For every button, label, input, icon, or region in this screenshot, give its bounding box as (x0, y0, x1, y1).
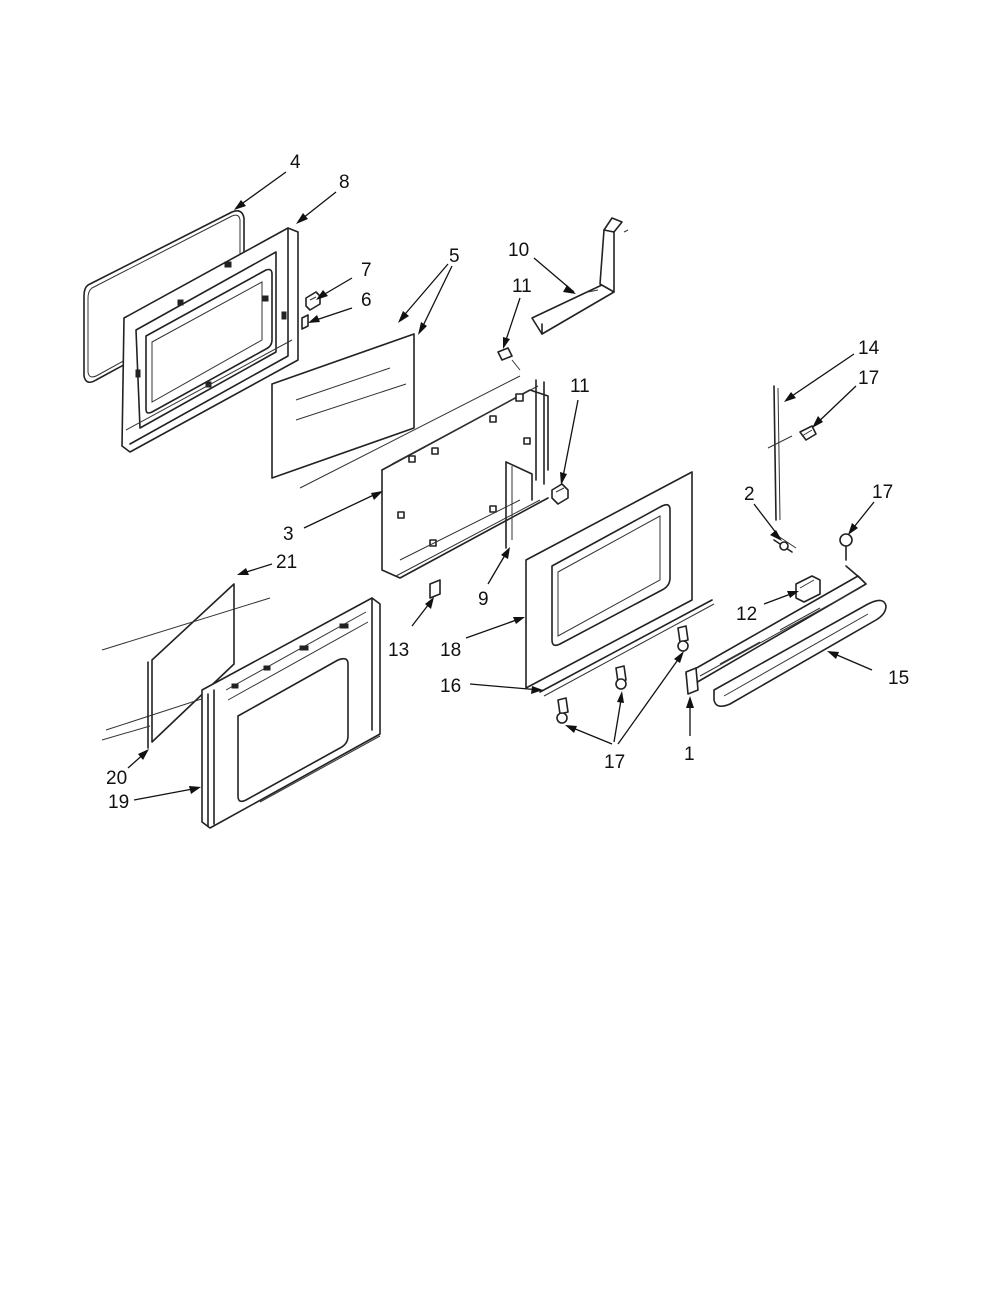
part-16-bottom-trim (539, 599, 715, 697)
callout-8: 8 (339, 172, 350, 193)
callout-12: 12 (736, 604, 757, 625)
part-17-screw-mid (615, 665, 627, 690)
leader-lines (127, 171, 875, 801)
callout-13: 13 (388, 640, 409, 661)
part-13-square (429, 579, 441, 599)
callout-5: 5 (449, 246, 460, 267)
part-15-door-handle (685, 565, 887, 708)
part-11-screw-side (551, 483, 569, 505)
part-17-screw-right (677, 625, 689, 652)
callout-17-bottom: 17 (604, 752, 625, 773)
callout-6: 6 (361, 290, 372, 311)
part-17-screw-handle (839, 533, 853, 561)
part-3-door-frame (299, 375, 549, 579)
part-5-inner-glass (271, 333, 415, 479)
part-6-spacer (301, 314, 309, 330)
callout-1: 1 (684, 744, 695, 765)
callout-18: 18 (440, 640, 461, 661)
part-17-screw-upper-rod (799, 425, 817, 441)
callout-19: 19 (108, 792, 129, 813)
callout-14: 14 (858, 338, 880, 359)
callout-17-handle: 17 (872, 482, 893, 503)
callout-11-top: 11 (512, 276, 532, 297)
part-7-clip (305, 291, 321, 311)
callout-11-side: 11 (570, 376, 590, 397)
callout-20: 20 (106, 768, 127, 789)
part-12-bracket (795, 575, 821, 603)
part-19-outer-door-panel (201, 597, 381, 829)
part-14-rod (767, 385, 793, 521)
callout-15: 15 (888, 668, 909, 689)
callout-9: 9 (478, 589, 489, 610)
part-9-side-bracket (505, 461, 533, 549)
callout-17-upper: 17 (858, 368, 879, 389)
callout-2: 2 (744, 484, 755, 505)
callout-10: 10 (508, 240, 529, 261)
part-10-vent-duct (531, 217, 629, 335)
part-17-screw-left (556, 697, 569, 724)
part-21-outer-door-glass (101, 583, 271, 743)
callout-labels: 4 8 7 6 5 10 11 11 14 17 2 17 3 21 9 12 … (106, 152, 909, 813)
part-20-edge-seal (101, 661, 151, 749)
callout-21: 21 (276, 552, 297, 573)
callout-4: 4 (290, 152, 301, 173)
part-18-outer-glass (525, 471, 693, 689)
callout-16: 16 (440, 676, 461, 697)
callout-7: 7 (361, 260, 372, 281)
callout-3: 3 (283, 524, 294, 545)
part-8-inner-door-liner (121, 227, 299, 453)
part-11-screw-top (497, 347, 521, 371)
part-1-end-cap (685, 667, 699, 695)
part-2-hinge-pin (773, 535, 797, 553)
